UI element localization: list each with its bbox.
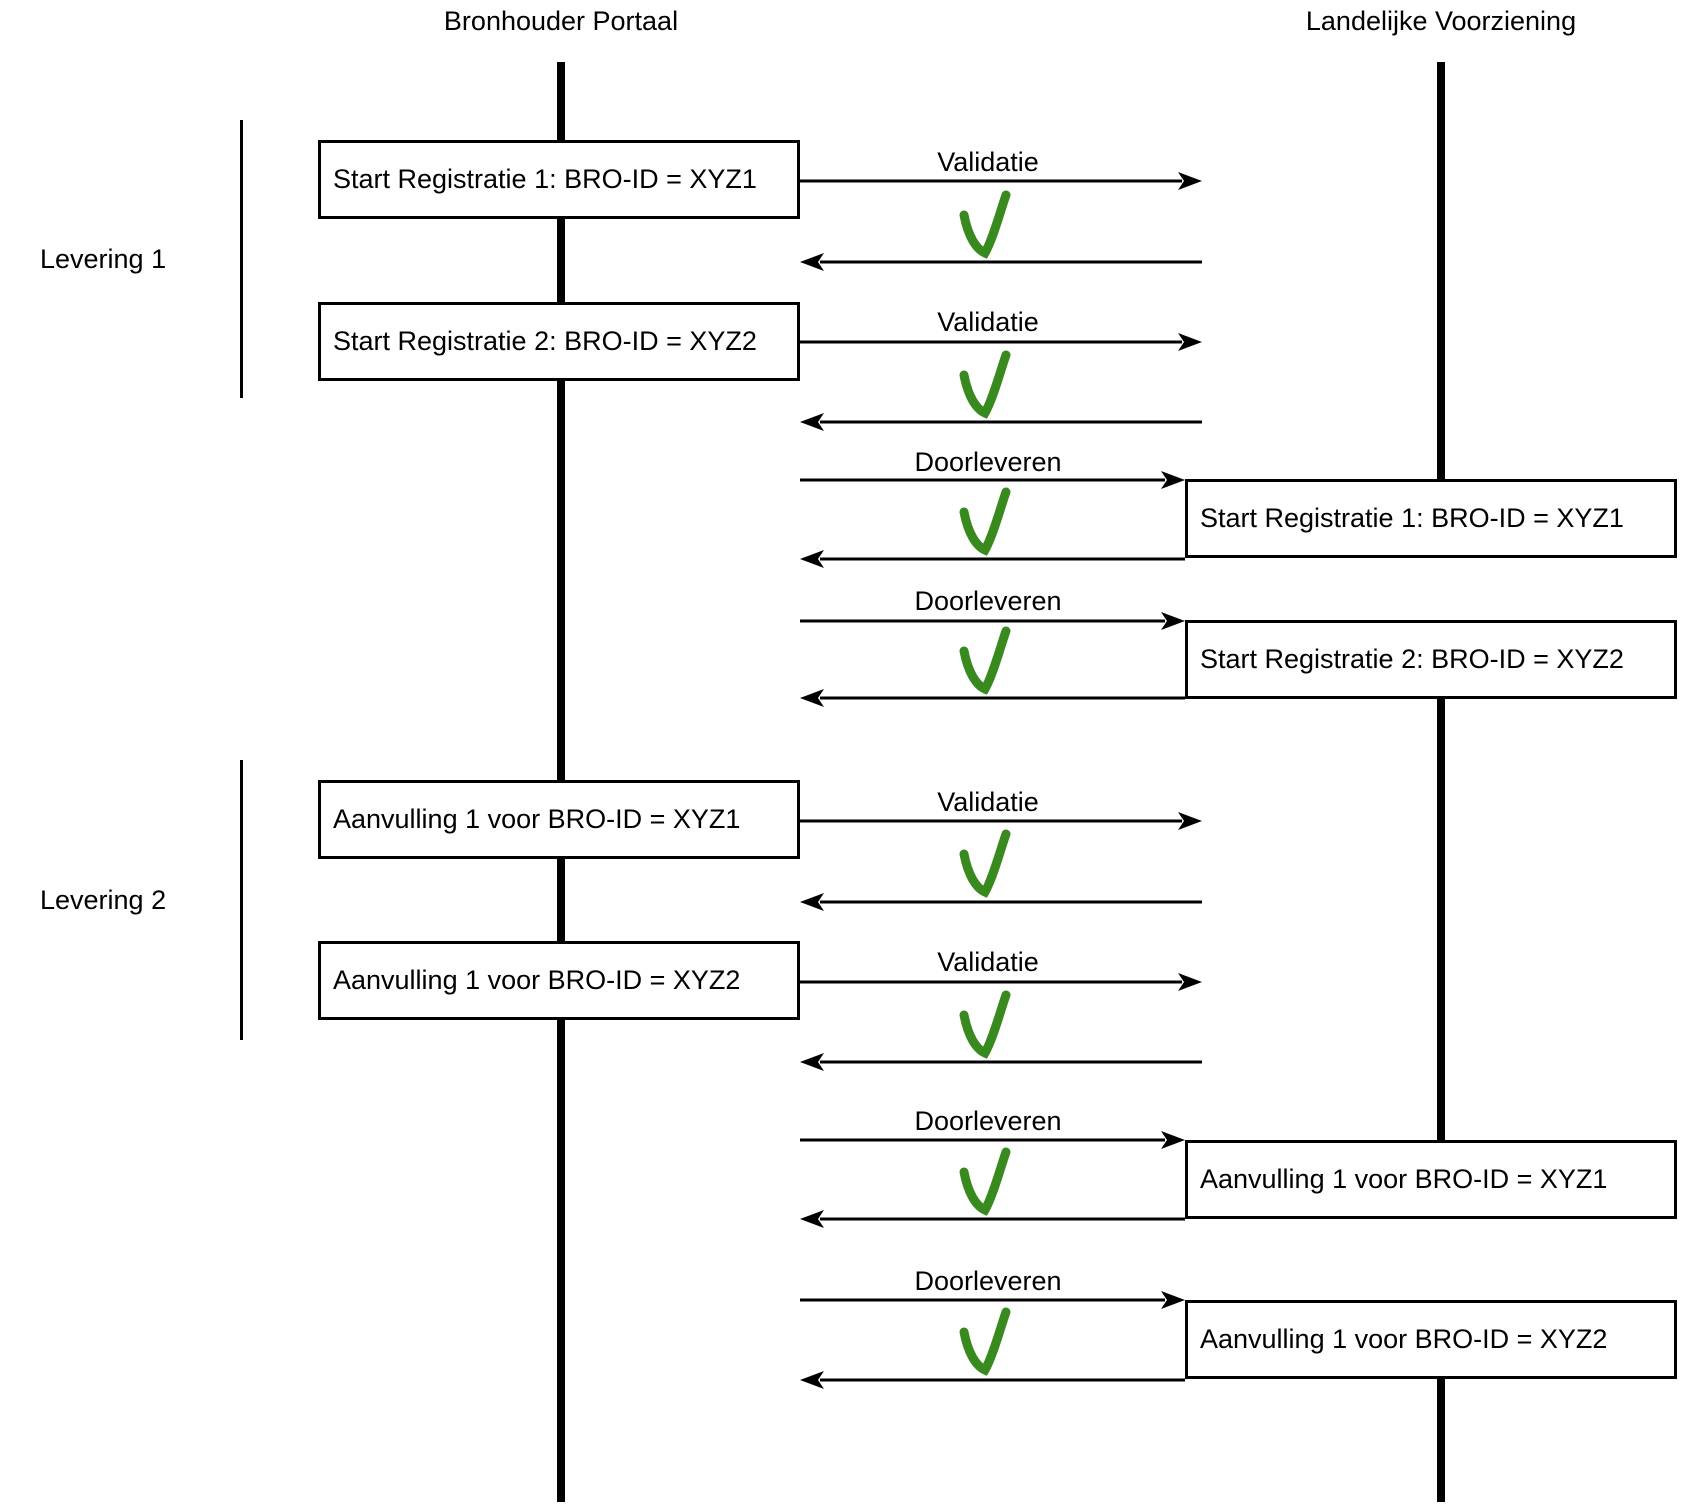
arrow-left bbox=[800, 413, 1202, 431]
message-arrow-label: Validatie bbox=[937, 787, 1039, 817]
message-box-label: Start Registratie 1: BRO-ID = XYZ1 bbox=[333, 164, 757, 194]
checkmark-icon bbox=[959, 190, 1011, 259]
arrow-left bbox=[800, 1371, 1185, 1389]
actor-left-title: Bronhouder Portaal bbox=[443, 6, 679, 36]
arrow-left bbox=[800, 689, 1185, 707]
group-bracket-levering-2 bbox=[240, 760, 243, 1040]
arrow-left bbox=[800, 253, 1202, 271]
lifeline-left-segment bbox=[557, 62, 565, 140]
checkmark-icon bbox=[959, 626, 1011, 695]
group-label-levering-1: Levering 1 bbox=[40, 244, 167, 274]
message-box-label: Aanvulling 1 voor BRO-ID = XYZ2 bbox=[333, 965, 741, 995]
message-arrow-label: Validatie bbox=[937, 147, 1039, 177]
message-box-label: Aanvulling 1 voor BRO-ID = XYZ1 bbox=[1200, 1164, 1608, 1194]
lifeline-left-segment bbox=[557, 1019, 565, 1502]
message-arrow-label: Doorleveren bbox=[914, 1266, 1062, 1296]
arrow-right bbox=[800, 333, 1202, 351]
message-box-right: Start Registratie 1: BRO-ID = XYZ1 bbox=[1185, 479, 1677, 558]
message-box-left: Aanvulling 1 voor BRO-ID = XYZ2 bbox=[318, 941, 800, 1020]
arrow-right bbox=[800, 812, 1202, 830]
lifeline-left-segment bbox=[557, 379, 565, 780]
message-box-left: Start Registratie 2: BRO-ID = XYZ2 bbox=[318, 302, 800, 381]
message-arrow-label: Validatie bbox=[937, 947, 1039, 977]
arrow-right bbox=[800, 471, 1185, 489]
actor-right-title: Landelijke Voorziening bbox=[1305, 6, 1577, 36]
message-box-label: Aanvulling 1 voor BRO-ID = XYZ1 bbox=[333, 804, 741, 834]
checkmark-icon bbox=[959, 829, 1011, 898]
lifeline-left-segment bbox=[557, 219, 565, 302]
arrow-right bbox=[800, 612, 1185, 630]
checkmark-icon bbox=[959, 487, 1011, 556]
checkmark-icon bbox=[959, 990, 1011, 1059]
lifeline-right-segment bbox=[1437, 1379, 1445, 1502]
arrow-right bbox=[800, 1131, 1185, 1149]
checkmark-icon bbox=[959, 350, 1011, 419]
arrow-right bbox=[800, 973, 1202, 991]
message-box-right: Aanvulling 1 voor BRO-ID = XYZ2 bbox=[1185, 1300, 1677, 1379]
checkmark-icon bbox=[959, 1307, 1011, 1376]
message-arrow-label: Doorleveren bbox=[914, 586, 1062, 616]
message-box-right: Aanvulling 1 voor BRO-ID = XYZ1 bbox=[1185, 1140, 1677, 1219]
group-label-levering-2: Levering 2 bbox=[40, 885, 167, 915]
arrow-left bbox=[800, 893, 1202, 911]
message-box-label: Start Registratie 2: BRO-ID = XYZ2 bbox=[333, 326, 757, 356]
group-bracket-levering-1 bbox=[240, 120, 243, 398]
lifeline-left-segment bbox=[557, 859, 565, 941]
message-arrow-label: Doorleveren bbox=[914, 1106, 1062, 1136]
arrow-left bbox=[800, 1210, 1185, 1228]
lifeline-right-segment bbox=[1437, 698, 1445, 1140]
arrow-right bbox=[800, 172, 1202, 190]
checkmark-icon bbox=[959, 1147, 1011, 1216]
arrow-right bbox=[800, 1291, 1185, 1309]
message-box-right: Start Registratie 2: BRO-ID = XYZ2 bbox=[1185, 620, 1677, 699]
message-box-label: Aanvulling 1 voor BRO-ID = XYZ2 bbox=[1200, 1324, 1608, 1354]
lifeline-right-segment bbox=[1437, 62, 1445, 479]
message-box-left: Start Registratie 1: BRO-ID = XYZ1 bbox=[318, 140, 800, 219]
arrow-left bbox=[800, 1053, 1202, 1071]
message-box-label: Start Registratie 1: BRO-ID = XYZ1 bbox=[1200, 503, 1624, 533]
message-arrow-label: Doorleveren bbox=[914, 447, 1062, 477]
message-box-label: Start Registratie 2: BRO-ID = XYZ2 bbox=[1200, 644, 1624, 674]
message-box-left: Aanvulling 1 voor BRO-ID = XYZ1 bbox=[318, 780, 800, 859]
message-arrow-label: Validatie bbox=[937, 307, 1039, 337]
arrow-left bbox=[800, 550, 1185, 568]
